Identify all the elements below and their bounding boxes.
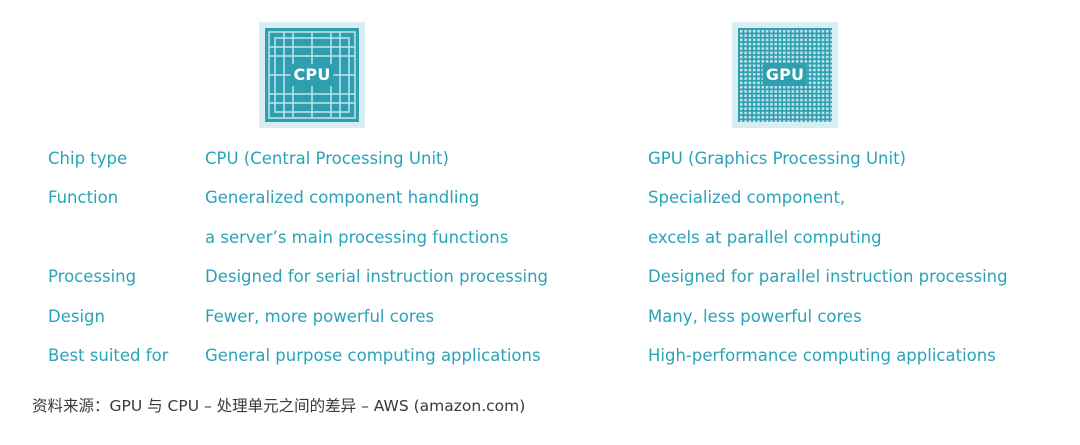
cpu-best-suited-for: General purpose computing applications — [205, 346, 541, 365]
gpu-best-suited-for: High-performance computing applications — [648, 346, 996, 365]
row-label-design: Design — [48, 307, 105, 326]
gpu-chip-type: GPU (Graphics Processing Unit) — [648, 149, 906, 168]
cpu-design: Fewer, more powerful cores — [205, 307, 435, 326]
gpu-chip-label: GPU — [762, 64, 808, 86]
gpu-function-line2: excels at parallel computing — [648, 228, 882, 247]
source-citation: 资料来源：GPU 与 CPU – 处理单元之间的差异 – AWS (amazon… — [32, 397, 526, 415]
row-label-chip-type: Chip type — [48, 149, 128, 168]
cpu-processing: Designed for serial instruction processi… — [205, 267, 549, 286]
gpu-processing: Designed for parallel instruction proces… — [648, 267, 1008, 286]
cpu-function-line2: a server’s main processing functions — [205, 228, 509, 247]
cpu-chip-label: CPU — [290, 64, 334, 86]
gpu-design: Many, less powerful cores — [648, 307, 862, 326]
gpu-function-line1: Specialized component, — [648, 188, 846, 207]
row-label-processing: Processing — [48, 267, 137, 286]
gpu-chip-icon: GPU — [738, 28, 832, 122]
row-label-best-suited-for: Best suited for — [48, 346, 169, 365]
cpu-chip-icon: CPU — [265, 28, 359, 122]
cpu-chip-type: CPU (Central Processing Unit) — [205, 149, 449, 168]
row-label-function: Function — [48, 188, 119, 207]
cpu-function-line1: Generalized component handling — [205, 188, 480, 207]
